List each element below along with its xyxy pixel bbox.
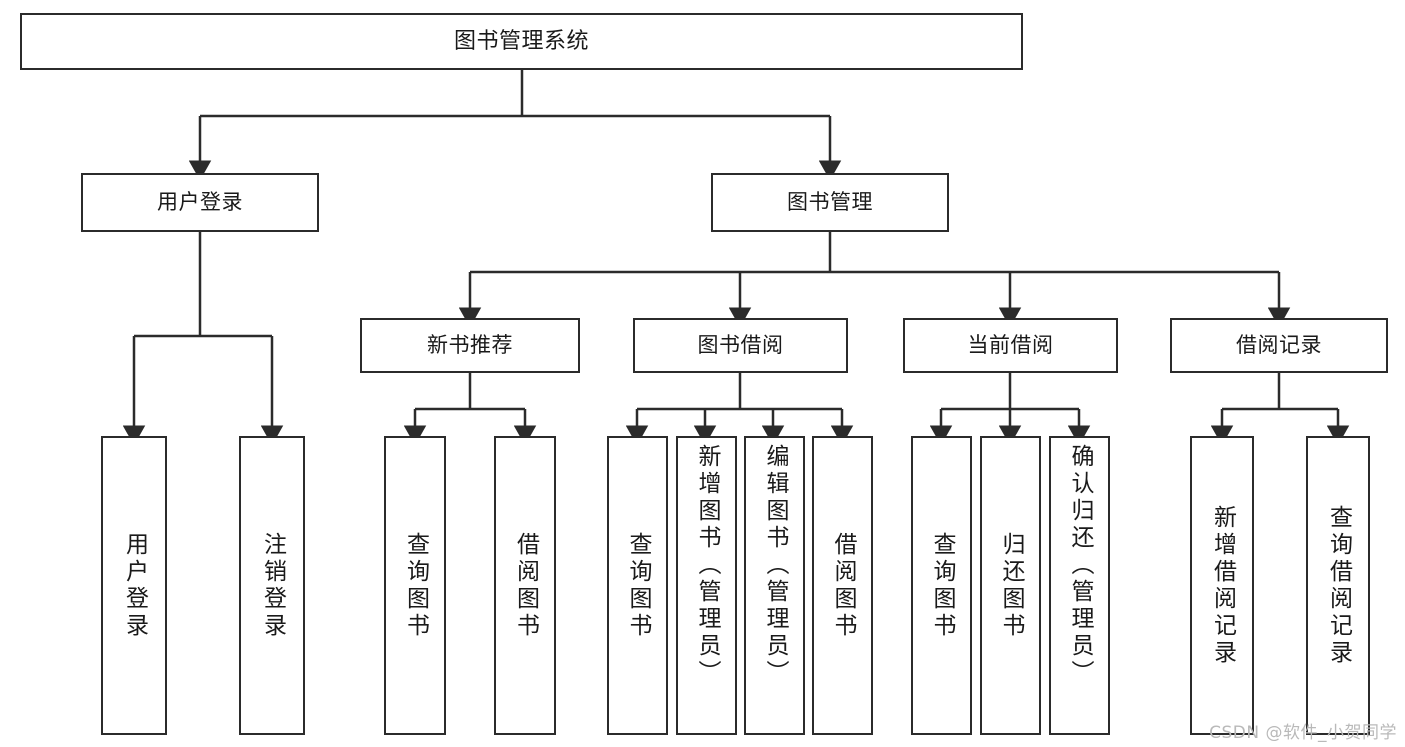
node-label: 图书管理系统 xyxy=(453,28,589,54)
node-label: 新书推荐 xyxy=(427,333,513,358)
node-label: 确认归还（管理员） xyxy=(1067,444,1093,687)
node-label: 图书管理 xyxy=(787,190,873,215)
node-label: 借阅记录 xyxy=(1236,333,1322,358)
node-label: 编辑图书（管理员） xyxy=(762,444,788,687)
node-current-borrow[interactable]: 当前借阅 xyxy=(903,318,1118,373)
leaf-add-borrow-record[interactable]: 新增借阅记录 xyxy=(1190,436,1254,735)
leaf-add-book-admin[interactable]: 新增图书（管理员） xyxy=(676,436,737,735)
node-borrow-record[interactable]: 借阅记录 xyxy=(1170,318,1388,373)
node-label: 新增图书（管理员） xyxy=(694,444,720,687)
csdn-watermark: CSDN @软件_小贺同学 xyxy=(1209,723,1397,743)
node-label: 借阅图书 xyxy=(830,531,856,640)
leaf-borrow-book[interactable]: 借阅图书 xyxy=(812,436,873,735)
leaf-query-book-borrow[interactable]: 查询图书 xyxy=(607,436,668,735)
node-label: 图书借阅 xyxy=(697,333,784,358)
node-label: 查询图书 xyxy=(929,531,955,640)
leaf-query-book-current[interactable]: 查询图书 xyxy=(911,436,972,735)
node-label: 用户登录 xyxy=(121,531,148,640)
leaf-logout[interactable]: 注销登录 xyxy=(239,436,305,735)
node-book-borrow[interactable]: 图书借阅 xyxy=(633,318,848,373)
node-root-system[interactable]: 图书管理系统 xyxy=(20,13,1023,70)
leaf-confirm-return-admin[interactable]: 确认归还（管理员） xyxy=(1049,436,1110,735)
node-label: 查询借阅记录 xyxy=(1325,504,1352,667)
node-book-management[interactable]: 图书管理 xyxy=(711,173,949,232)
leaf-return-book[interactable]: 归还图书 xyxy=(980,436,1041,735)
leaf-borrow-book-newbook[interactable]: 借阅图书 xyxy=(494,436,556,735)
node-label: 查询图书 xyxy=(625,531,651,640)
node-new-book-recommend[interactable]: 新书推荐 xyxy=(360,318,580,373)
node-label: 归还图书 xyxy=(998,531,1024,640)
leaf-query-borrow-record[interactable]: 查询借阅记录 xyxy=(1306,436,1370,735)
leaf-query-book-newbook[interactable]: 查询图书 xyxy=(384,436,446,735)
leaf-user-login[interactable]: 用户登录 xyxy=(101,436,167,735)
node-label: 借阅图书 xyxy=(512,531,539,640)
node-label: 查询图书 xyxy=(402,531,429,640)
node-label: 注销登录 xyxy=(259,531,286,640)
node-user-login[interactable]: 用户登录 xyxy=(81,173,319,232)
node-label: 当前借阅 xyxy=(967,333,1054,358)
leaf-edit-book-admin[interactable]: 编辑图书（管理员） xyxy=(744,436,805,735)
node-label: 新增借阅记录 xyxy=(1209,504,1236,667)
node-label: 用户登录 xyxy=(157,190,243,215)
